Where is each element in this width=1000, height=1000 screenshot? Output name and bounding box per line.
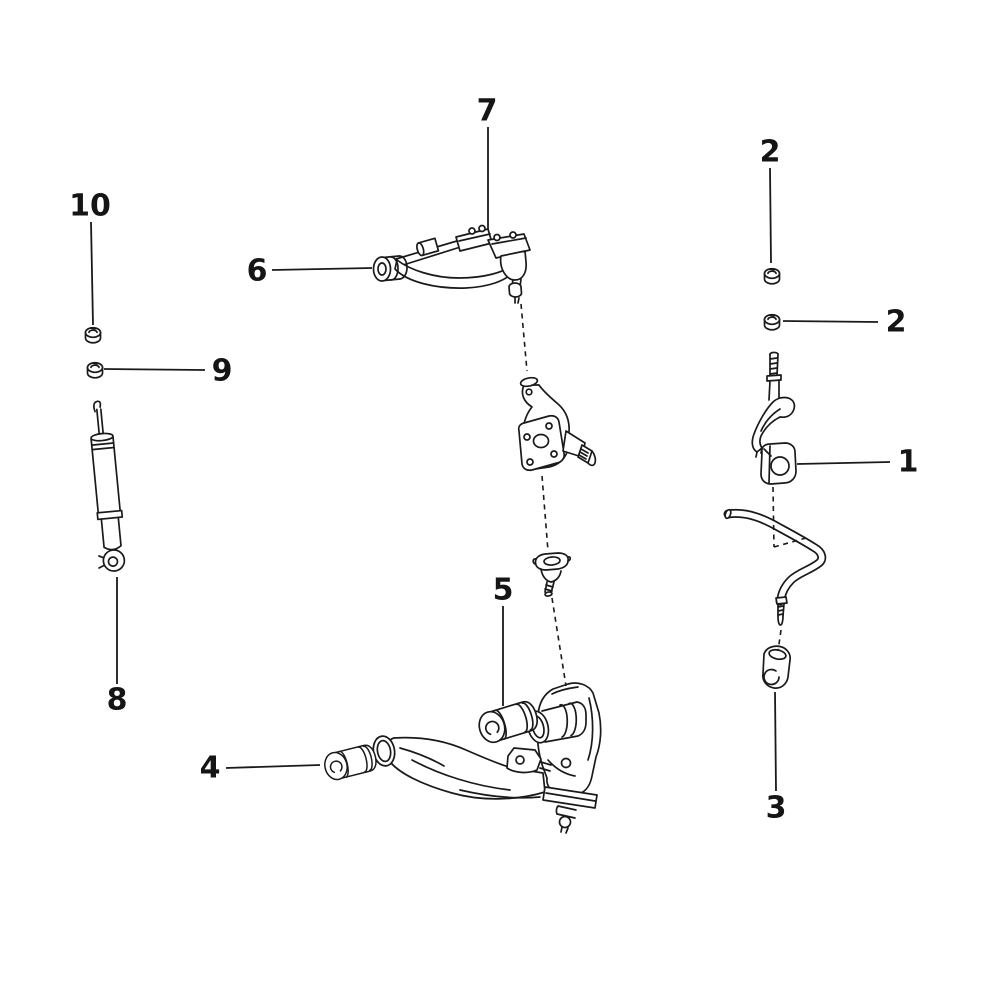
nut-part-10 [84, 326, 102, 344]
leader-line-part-2 [769, 167, 772, 264]
part-number-label: 9 [212, 354, 233, 389]
leader-line-part-4 [225, 764, 321, 769]
leader-line-part-2 [782, 320, 879, 323]
nut-part-2-lower [763, 313, 781, 331]
part-number-label: 5 [493, 573, 514, 608]
leader-lines [90, 127, 891, 792]
stabilizer-bushing-part-1-drawing [760, 442, 797, 485]
control-arm-bushing-part-5-drawing [474, 697, 542, 747]
leader-line-part-10 [90, 221, 94, 326]
nut-part-9 [86, 361, 104, 379]
steering-knuckle-drawing [517, 376, 597, 472]
assembly-dashed-line [520, 303, 528, 372]
stabilizer-bar-drawing [723, 508, 827, 626]
part-number-labels: 7 2 10 6 2 9 1 5 8 4 3 [69, 94, 918, 826]
lower-control-arm-drawing [372, 682, 602, 834]
part-number-label: 1 [898, 445, 919, 480]
leader-line-part-1 [796, 461, 891, 465]
part-number-label: 10 [69, 189, 111, 224]
lower-ball-joint-drawing [532, 552, 572, 597]
leader-line-part-6 [271, 267, 373, 271]
stabilizer-link-drawing [751, 351, 796, 458]
upper-control-arm-drawing [372, 224, 531, 304]
part-number-label: 2 [886, 305, 907, 340]
stabilizer-lower-bushing-drawing [762, 645, 791, 689]
leader-line-part-9 [103, 368, 206, 371]
assembly-dashed-line [777, 629, 782, 652]
assembly-dashed-lines [520, 303, 807, 687]
assembly-dashed-line [551, 597, 567, 687]
part-number-label: 7 [477, 94, 498, 129]
assembly-dashed-line [541, 475, 549, 552]
control-arm-bushing-part-4-drawing [321, 742, 380, 783]
part-number-label: 2 [760, 135, 781, 170]
part-number-label: 6 [247, 254, 268, 289]
assembly-dashed-line [772, 486, 775, 548]
leader-line-part-3 [774, 691, 777, 792]
part-number-label: 8 [107, 683, 128, 718]
shock-absorber-drawing [90, 400, 126, 572]
part-number-label: 4 [200, 751, 221, 786]
part-number-label: 3 [766, 791, 787, 826]
nut-part-2-upper [763, 267, 781, 285]
